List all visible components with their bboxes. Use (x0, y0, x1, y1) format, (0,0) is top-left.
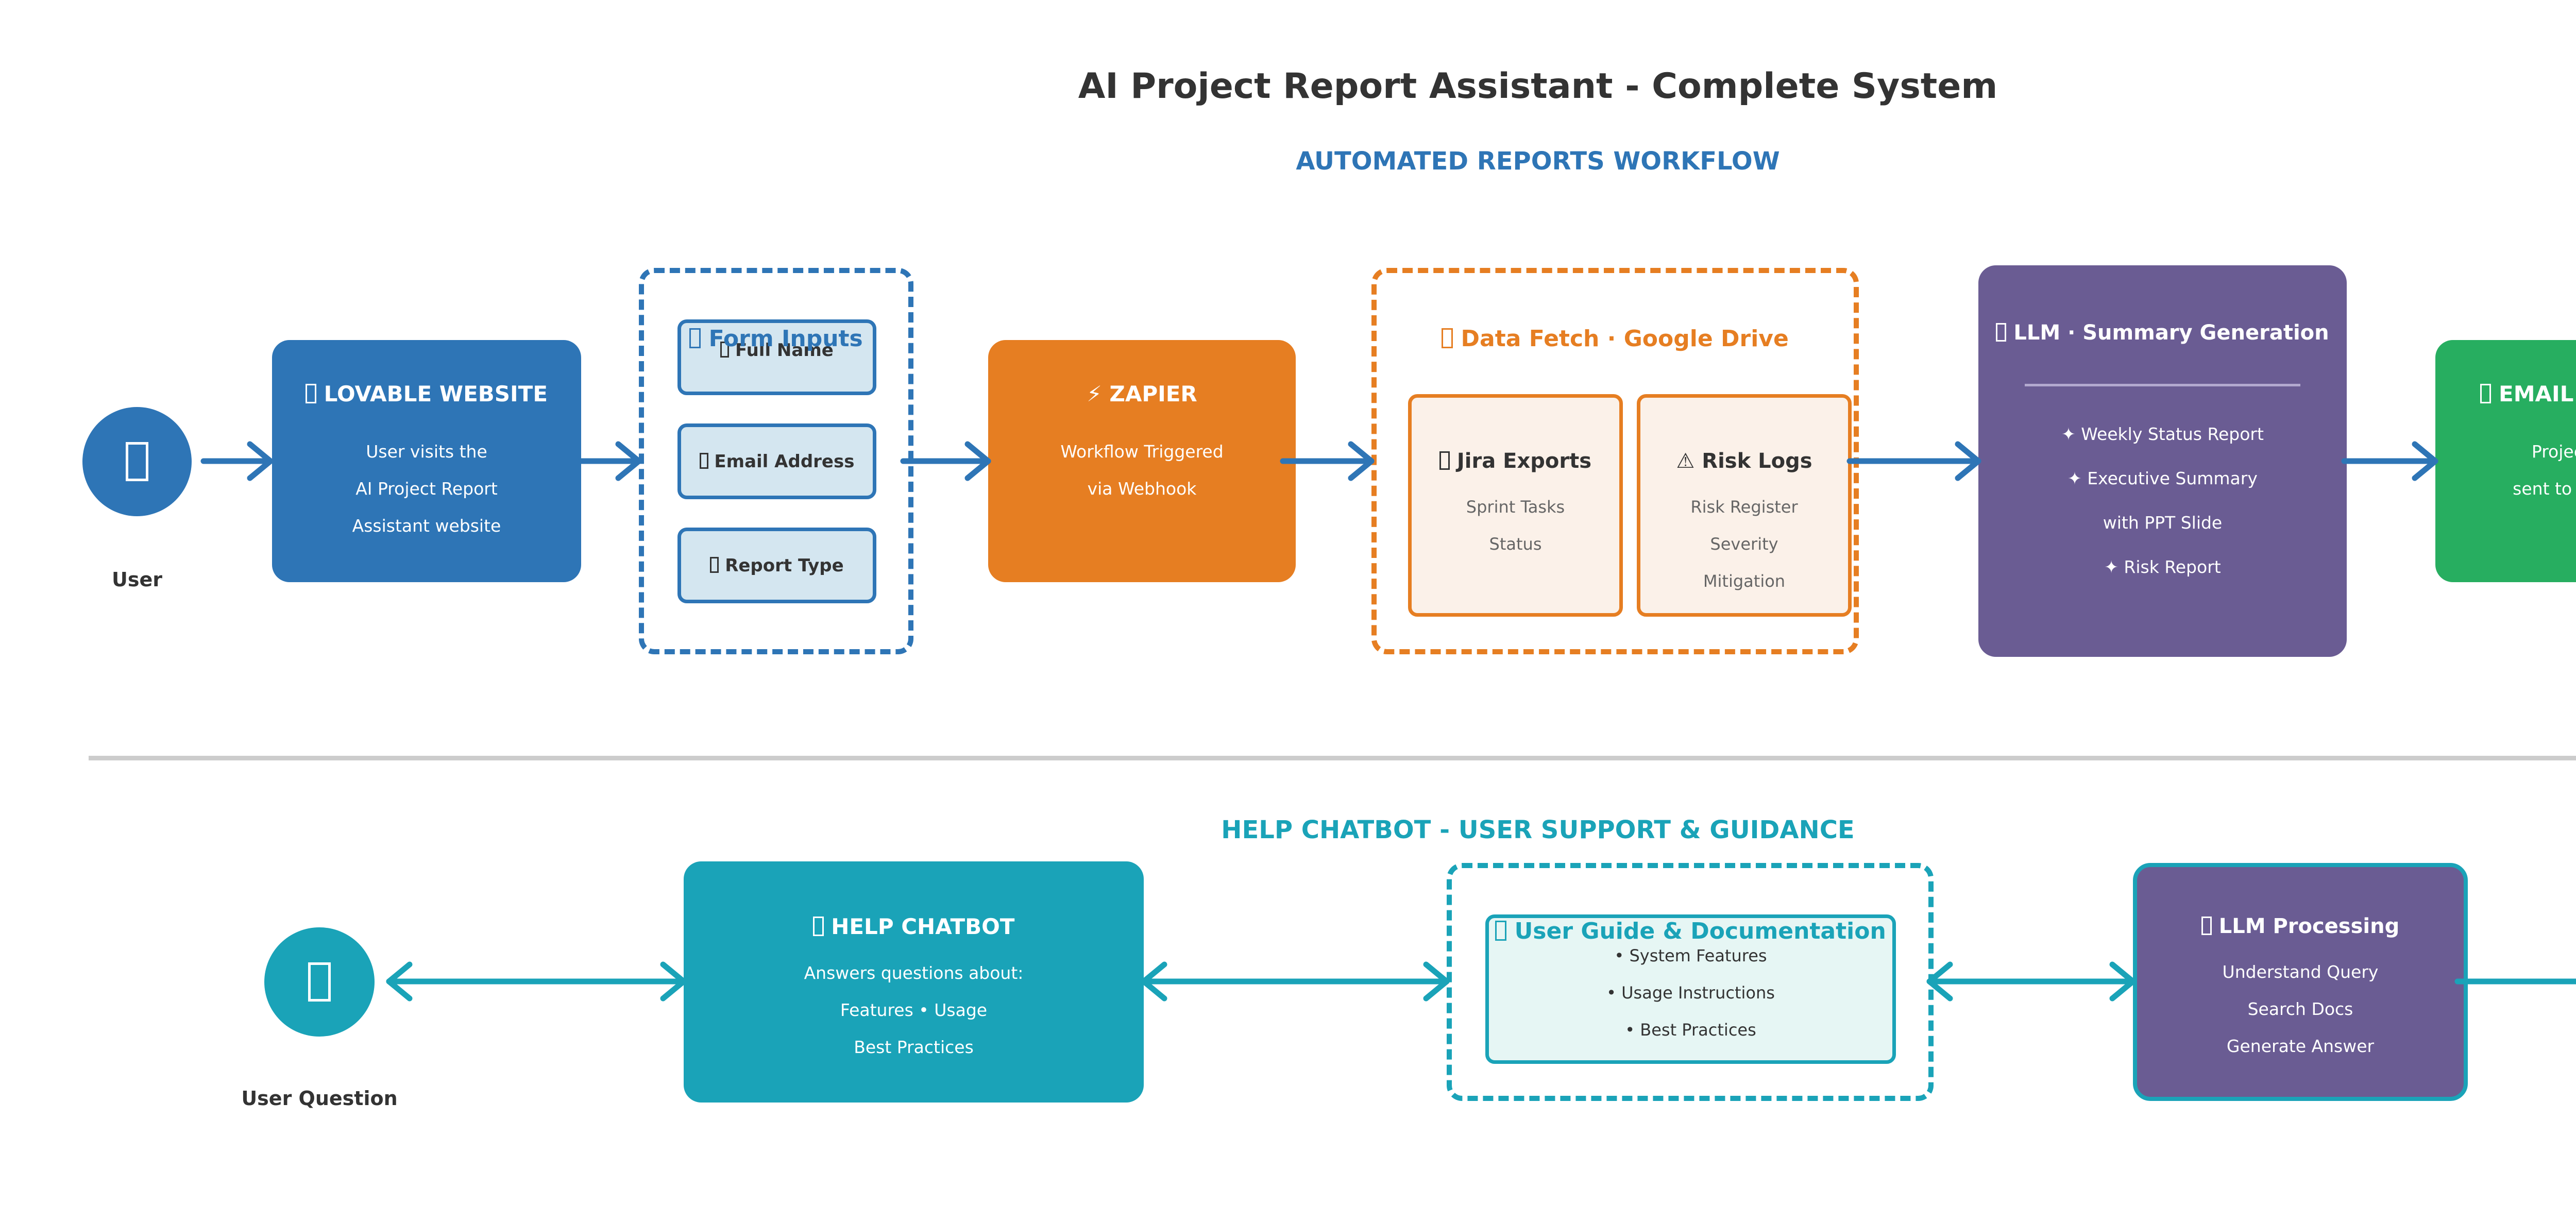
lightning-icon: ⚡ (1087, 381, 1102, 406)
risk-line: Risk Register (1690, 497, 1798, 517)
user-question-label: User Question (241, 1087, 398, 1110)
data-fetch-title: Data Fetch · Google Drive (1371, 326, 1859, 352)
arrow-llm-to-email (2341, 441, 2438, 481)
arrow-form-to-zapier (900, 441, 991, 481)
diagram-title: AI Project Report Assistant - Complete S… (1078, 66, 1998, 107)
book-icon (1495, 920, 1507, 941)
user-guide-node: User Guide & Documentation • System Feat… (1485, 914, 1896, 1064)
user-node (82, 407, 192, 516)
zapier-line: Workflow Triggered (1060, 442, 1224, 462)
lovable-line: Assistant website (352, 516, 501, 536)
jira-exports-title: Jira Exports (1439, 449, 1591, 473)
chatbot-section-title: HELP CHATBOT - USER SUPPORT & GUIDANCE (1221, 816, 1855, 844)
guide-line: • Usage Instructions (1606, 983, 1775, 1003)
email-address-field: Email Address (677, 423, 876, 499)
email-line: Project report (2531, 442, 2576, 462)
llm-processing-line: Search Docs (2247, 999, 2353, 1019)
arrow-lovable-to-form (578, 441, 642, 481)
robot-icon (1996, 323, 2007, 342)
arrow-datafetch-to-llm (1846, 441, 1981, 481)
arrow-chatbot-user-bidirectional (386, 961, 687, 1002)
email-delivery-node: EMAIL DELIVERY Project report sent to us… (2435, 340, 2576, 582)
llm-output-line: ✦ Weekly Status Report (2061, 424, 2264, 444)
lovable-line: AI Project Report (355, 479, 498, 499)
envelope-icon (2480, 384, 2492, 404)
llm-processing-line: Generate Answer (2226, 1036, 2375, 1056)
risk-logs-source: ⚠ Risk Logs Risk Register Severity Mitig… (1637, 394, 1852, 617)
report-type-field: Report Type (677, 528, 876, 603)
globe-icon (305, 384, 316, 404)
question-icon (308, 962, 331, 1002)
email-delivery-title: EMAIL DELIVERY (2480, 381, 2576, 406)
jira-line: Status (1489, 534, 1542, 554)
lovable-website-title: LOVABLE WEBSITE (305, 381, 548, 406)
arrow-chatbot-guide-bidirectional (1141, 961, 1450, 1002)
arrow-llm-to-answer (2454, 978, 2576, 985)
guide-line: • Best Practices (1625, 1020, 1756, 1040)
email-line: sent to user inbox (2513, 479, 2576, 499)
full-name-field: Full Name (677, 319, 876, 395)
guide-line: • System Features (1614, 946, 1767, 965)
folder-icon (1442, 328, 1453, 349)
llm-processing-node: LLM Processing Understand Query Search D… (2133, 863, 2468, 1101)
risk-line: Mitigation (1703, 571, 1786, 591)
user-label: User (112, 568, 162, 591)
lovable-website-node: LOVABLE WEBSITE User visits the AI Proje… (272, 340, 581, 582)
zapier-title: ⚡ ZAPIER (1087, 381, 1197, 406)
help-chatbot-line: Answers questions about: (804, 963, 1024, 983)
arrow-guide-llm-bidirectional (1926, 961, 2136, 1002)
chart-icon (1439, 451, 1450, 470)
zapier-line: via Webhook (1087, 479, 1197, 499)
arrow-zapier-to-datafetch (1280, 441, 1375, 481)
llm-summary-title: LLM · Summary Generation (1996, 321, 2329, 345)
help-chatbot-title: HELP CHATBOT (812, 914, 1014, 939)
robot-icon (2201, 917, 2212, 935)
warning-icon: ⚠ (1676, 449, 1695, 473)
risk-line: Severity (1710, 534, 1778, 554)
section-divider (89, 756, 2576, 760)
person-icon (720, 342, 730, 358)
help-chatbot-node: HELP CHATBOT Answers questions about: Fe… (684, 861, 1144, 1103)
arrow-user-to-lovable (200, 441, 274, 481)
lovable-line: User visits the (366, 442, 487, 462)
llm-processing-line: Understand Query (2222, 962, 2379, 982)
form-inputs-title: Form Inputs (639, 326, 913, 352)
user-question-node (264, 927, 375, 1037)
form-icon (689, 328, 701, 349)
chat-icon (812, 917, 824, 937)
llm-output-line: ✦ Risk Report (2104, 557, 2221, 577)
user-guide-title: User Guide & Documentation (1495, 918, 1886, 944)
zapier-node: ⚡ ZAPIER Workflow Triggered via Webhook (988, 340, 1296, 582)
llm-output-line: with PPT Slide (2103, 513, 2223, 533)
llm-output-line: ✦ Executive Summary (2067, 468, 2258, 488)
risk-logs-title: ⚠ Risk Logs (1676, 449, 1812, 473)
user-icon (126, 442, 148, 481)
workflow-section-title: AUTOMATED REPORTS WORKFLOW (1296, 147, 1780, 176)
llm-processing-title: LLM Processing (2201, 914, 2399, 938)
jira-exports-source: Jira Exports Sprint Tasks Status (1408, 394, 1623, 617)
jira-line: Sprint Tasks (1466, 497, 1565, 517)
document-icon (710, 557, 719, 573)
help-chatbot-line: Best Practices (854, 1037, 974, 1057)
llm-summary-node: LLM · Summary Generation ✦ Weekly Status… (1978, 265, 2347, 657)
help-chatbot-line: Features • Usage (840, 1000, 988, 1020)
llm-divider (2025, 384, 2300, 386)
email-icon (699, 453, 708, 469)
